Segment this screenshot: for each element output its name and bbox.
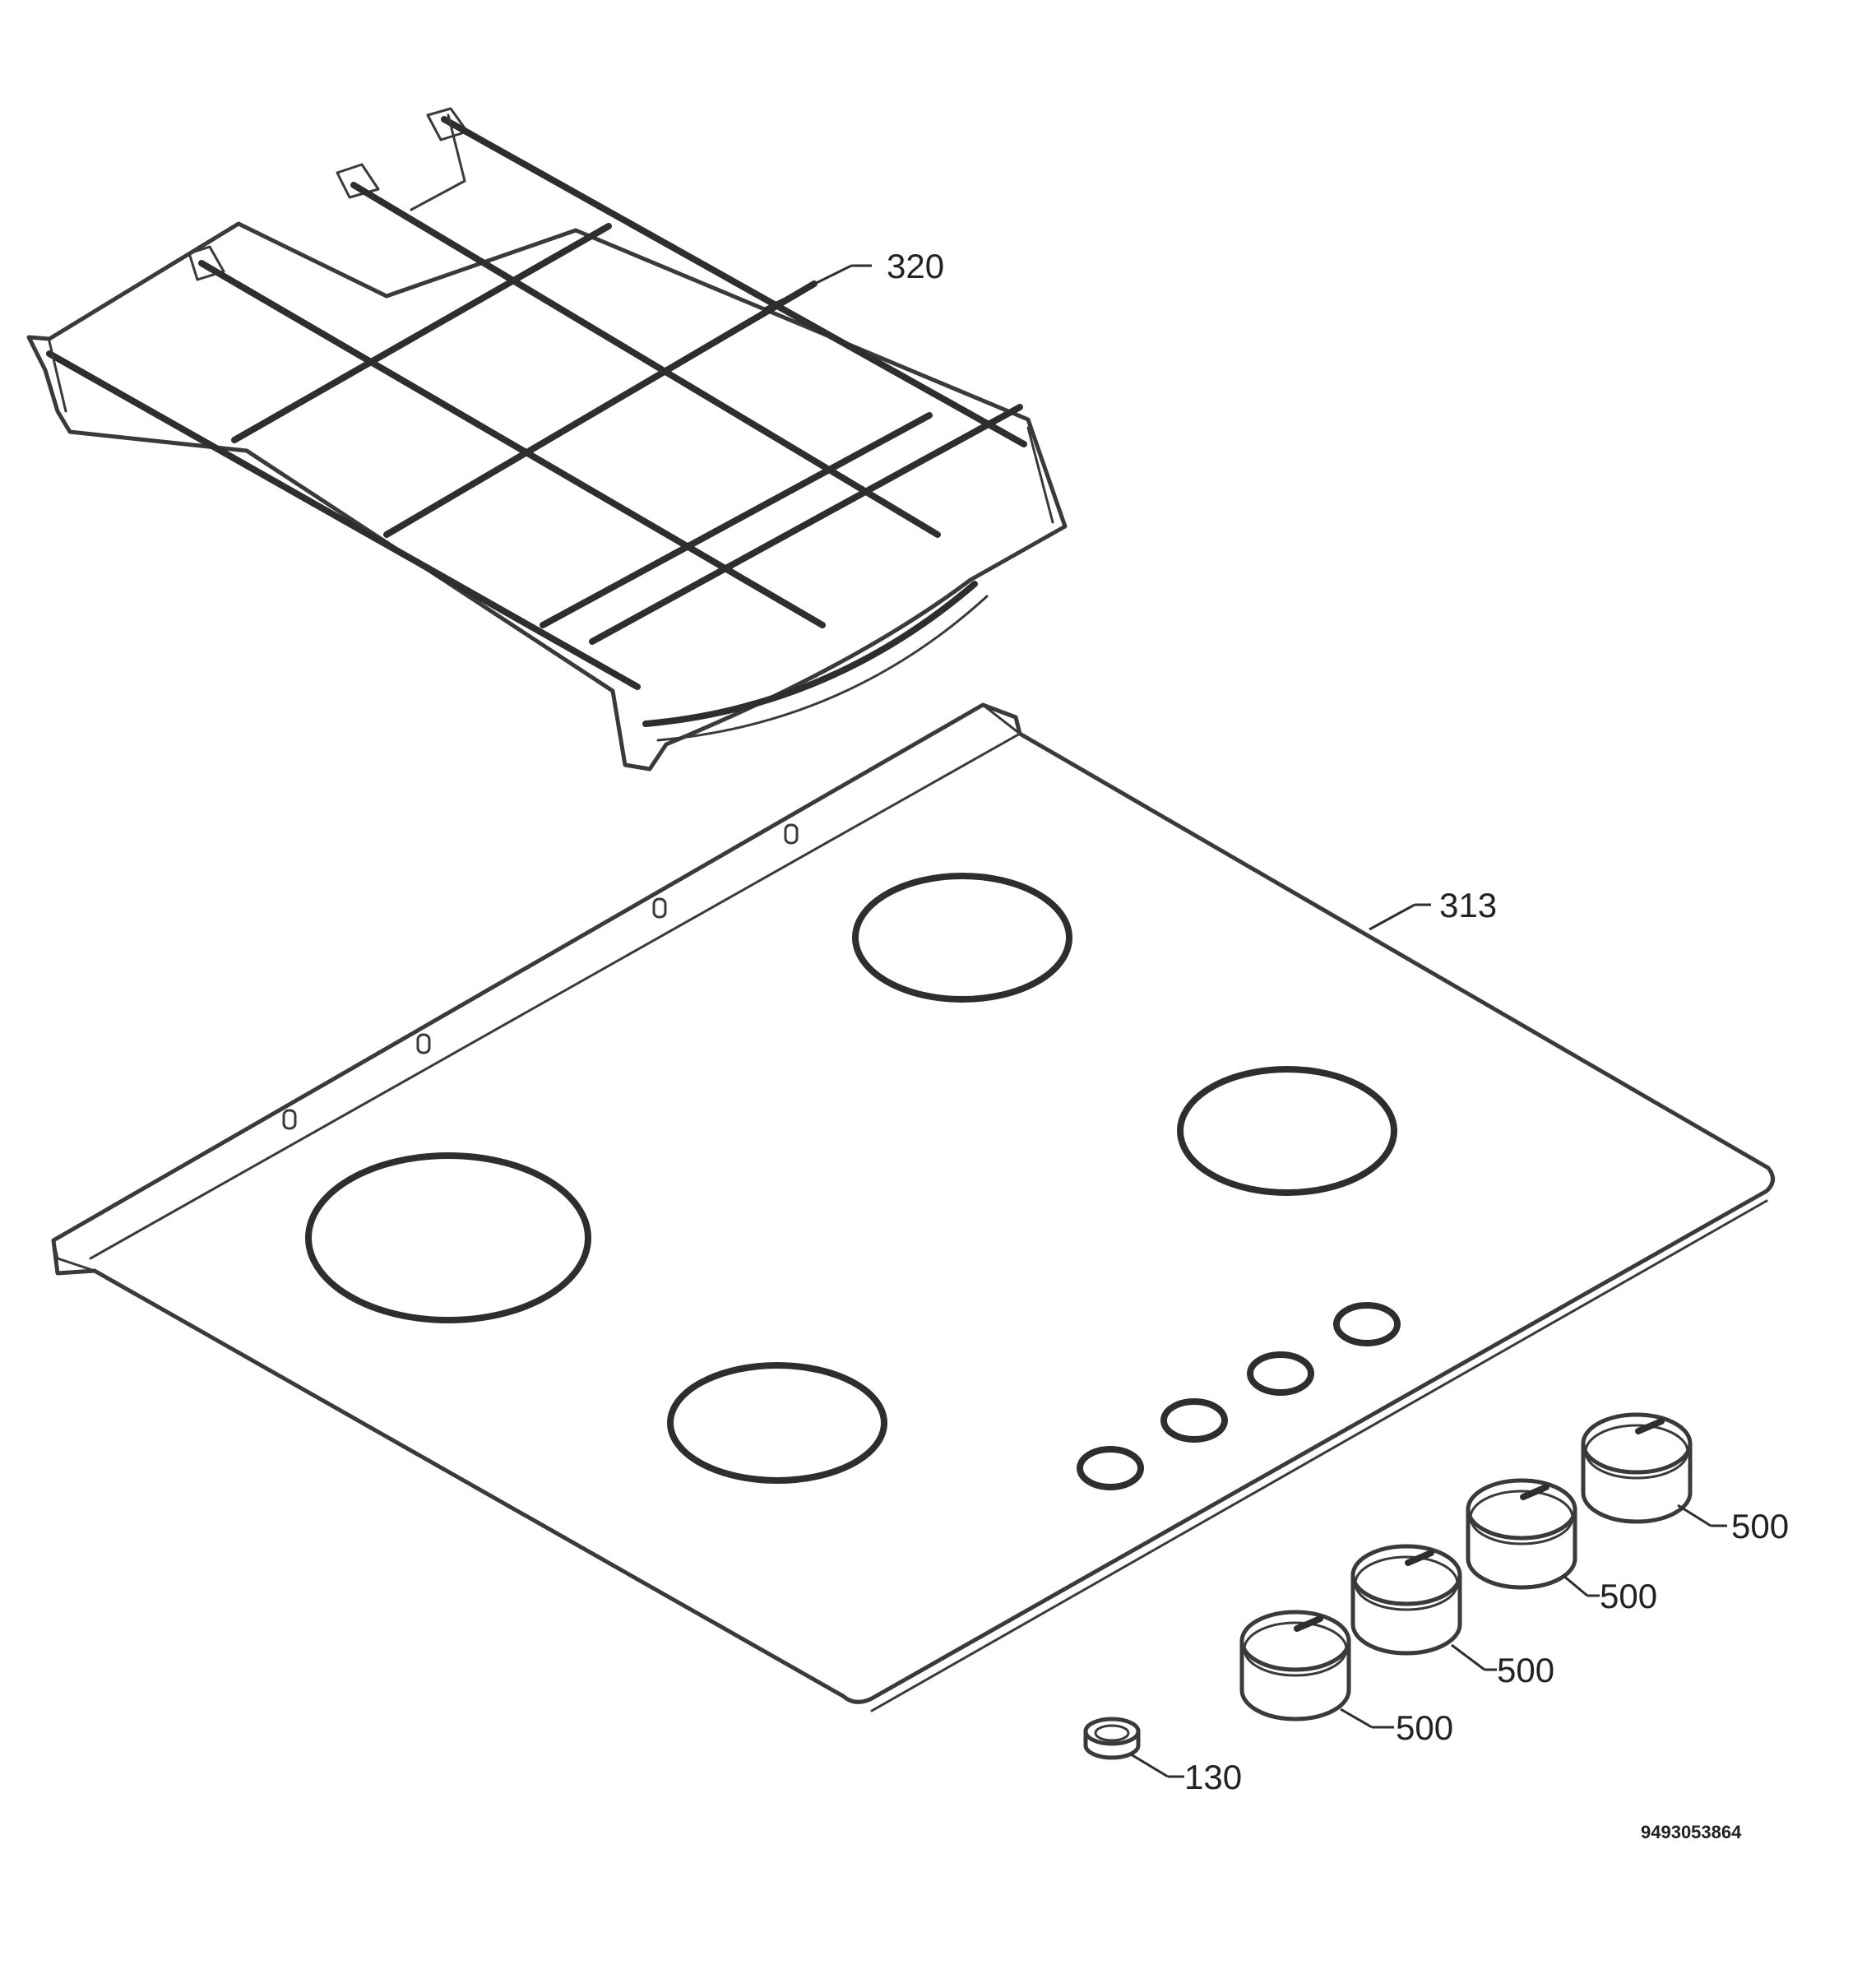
callout-313: 313 — [1439, 886, 1497, 924]
callout-320: 320 — [887, 247, 944, 285]
control-knob-2 — [1350, 1544, 1462, 1656]
control-knob-3 — [1466, 1478, 1577, 1590]
callout-500-knob-1: 500 — [1396, 1708, 1453, 1747]
control-knob-4 — [1581, 1412, 1693, 1524]
callout-500-knob-2: 500 — [1497, 1651, 1554, 1689]
pan-support-grate — [26, 107, 1068, 772]
seal-ring — [1083, 1717, 1141, 1760]
callout-500-knob-3: 500 — [1600, 1577, 1657, 1615]
control-knob-1 — [1239, 1610, 1351, 1721]
callout-500-knob-4: 500 — [1731, 1507, 1789, 1545]
document-number: 9493053864 — [1641, 1822, 1742, 1842]
callout-130: 130 — [1184, 1758, 1242, 1796]
hob-top-plate — [51, 702, 1775, 1712]
